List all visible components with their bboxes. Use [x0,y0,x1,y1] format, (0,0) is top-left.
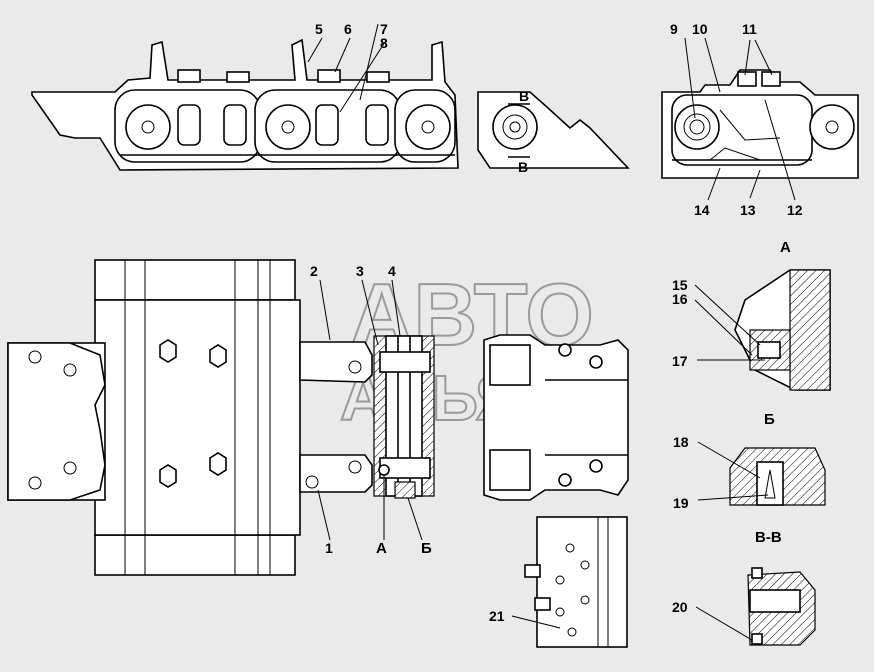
callout-17: 17 [672,353,688,369]
chain-end-view: В В [477,88,630,175]
track-shoe-plan [94,259,301,576]
callout-2: 2 [310,263,318,279]
shoe-bolt-heads [159,339,227,488]
section-vv-title: В-В [755,529,782,546]
callout-labels: 5 6 7 8 9 10 11 12 13 14 2 3 4 1 15 16 1… [310,21,803,624]
right-link-pair [483,334,629,501]
section-marks: А Б А Б В-В [376,239,791,557]
section-b-mark: Б [421,540,432,557]
callout-10: 10 [692,21,708,37]
section-a-detail [734,269,831,391]
chain-side-view [31,38,459,171]
section-vv-detail [747,567,816,646]
link-windows [177,104,389,146]
section-a-title: А [780,239,791,256]
callout-16: 16 [672,291,688,307]
callout-19: 19 [673,495,689,511]
section-v-mark-top: В [519,88,529,104]
section-b-detail [729,447,826,506]
link-arms [299,341,373,493]
bolt-heads [177,69,390,83]
callout-4: 4 [388,263,396,279]
callout-18: 18 [673,434,689,450]
callout-5: 5 [315,21,323,37]
shoe-detail [524,516,628,648]
left-end-link [7,342,106,501]
callout-14: 14 [694,202,710,218]
callout-15: 15 [672,277,688,293]
callout-6: 6 [344,21,352,37]
callout-8: 8 [380,35,388,51]
callout-21: 21 [489,608,505,624]
callout-9: 9 [670,21,678,37]
callout-1: 1 [325,540,333,556]
pin-assembly [373,335,435,499]
pin-bosses [125,104,451,150]
section-a-mark: А [376,540,387,557]
section-v-mark-bottom: В [518,159,528,175]
callout-3: 3 [356,263,364,279]
leader-lines [307,23,796,641]
chain-right-view [661,69,859,179]
callout-13: 13 [740,202,756,218]
callout-7: 7 [380,21,388,37]
callout-11: 11 [742,21,757,37]
callout-12: 12 [787,202,803,218]
callout-20: 20 [672,599,688,615]
section-b-title: Б [764,411,775,428]
